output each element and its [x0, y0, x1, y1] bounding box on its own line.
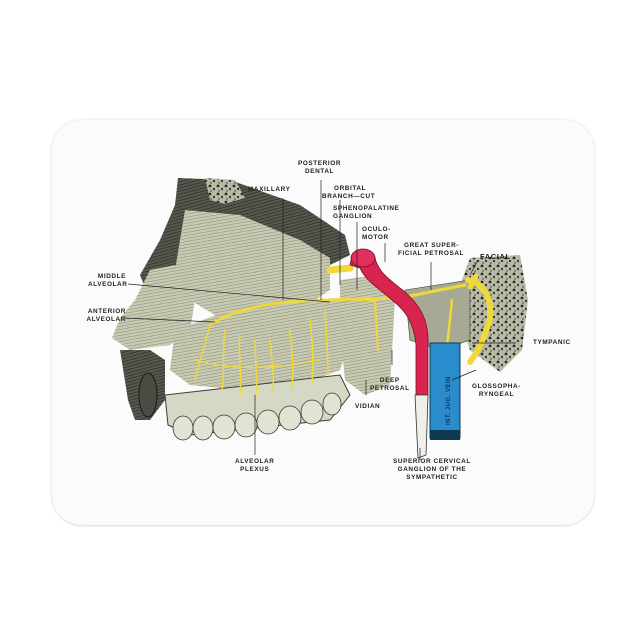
- label-maxillary: MAXILLARY: [248, 186, 291, 193]
- label-vidian: VIDIAN: [355, 403, 381, 410]
- label-great-superficial-petrosal: GREAT SUPER- FICIAL PETROSAL: [398, 242, 465, 257]
- skull-bone: [112, 178, 528, 441]
- label-facial: FACIAL: [480, 252, 511, 261]
- label-superior-cervical-ganglion: SUPERIOR CERVICAL GANGLION OF THE SYMPAT…: [393, 458, 471, 481]
- label-anterior-alveolar: ANTERIOR ALVEOLAR: [86, 308, 126, 323]
- label-tympanic: TYMPANIC: [533, 339, 571, 346]
- label-orbital-branch: ORBITAL BRANCH—CUT: [322, 185, 376, 200]
- label-oculomotor: OCULO- MOTOR: [362, 226, 391, 241]
- label-sphenopalatine-ganglion: SPHENOPALATINE GANGLION: [333, 205, 400, 220]
- label-int-jug-vein: INT. JUG. VEIN: [446, 375, 452, 425]
- sympathetic-ganglion: [414, 394, 429, 459]
- int-jug-vein: [429, 342, 461, 440]
- label-middle-alveolar: MIDDLE ALVEOLAR: [88, 273, 128, 288]
- label-posterior-dental: POSTERIOR DENTAL: [298, 160, 342, 175]
- label-deep-petrosal: DEEP PETROSAL: [370, 377, 410, 392]
- leader-lines: [124, 180, 515, 460]
- label-alveolar-plexus: ALVEOLAR PLEXUS: [235, 458, 275, 473]
- label-glossopharyngeal: GLOSSOPHA- RYNGEAL: [472, 383, 521, 398]
